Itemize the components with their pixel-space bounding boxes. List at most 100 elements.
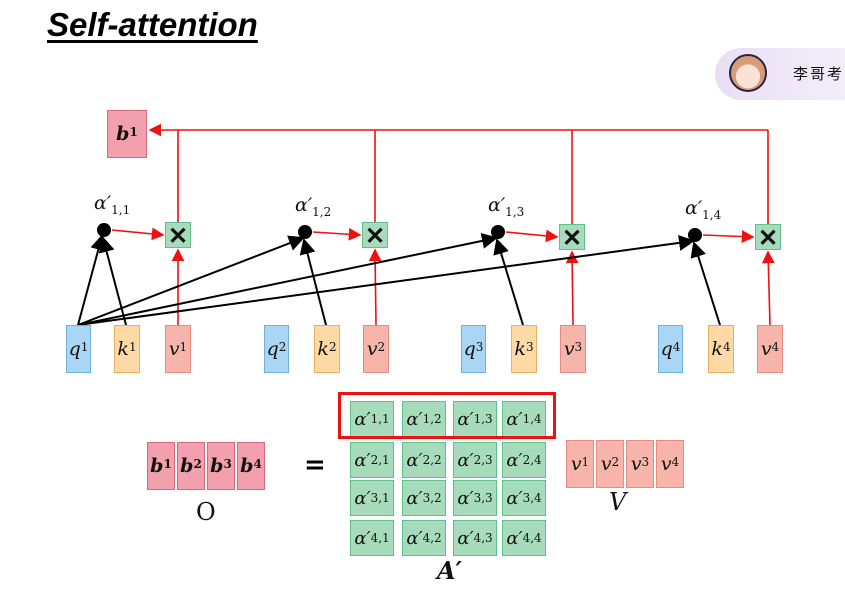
alpha-symbol: α′ — [506, 487, 523, 509]
attention-cell-1-1: α′1,1 — [350, 401, 394, 437]
output-b1-vector-index: 1 — [163, 457, 172, 471]
alpha-symbol: α′ — [506, 449, 523, 471]
key-to-score-1 — [98, 236, 127, 326]
score-to-multiply-2 — [312, 227, 362, 241]
key-to-score-2 — [299, 238, 327, 326]
query-q3-index: 3 — [475, 340, 484, 354]
alpha-symbol: α′ — [406, 449, 423, 471]
query-q4-symbol: q — [660, 338, 673, 360]
alpha-symbol: α′ — [406, 487, 423, 509]
alpha-symbol: α′ — [406, 408, 423, 430]
alpha-label-4: α′1,4 — [685, 197, 721, 222]
value-v2-vector-symbol: v — [600, 453, 612, 475]
alpha-index: 3,4 — [522, 491, 542, 505]
attention-cell-3-1: α′3,1 — [350, 480, 394, 516]
key-k3-index: 3 — [525, 340, 534, 354]
value-v3-symbol: v — [563, 338, 575, 360]
value-to-multiply-4 — [761, 250, 775, 326]
value-v4-vector-symbol: v — [660, 453, 672, 475]
value-v1-vector-index: 1 — [581, 455, 590, 469]
key-k1-symbol: k — [117, 338, 129, 360]
multiply-node-1: ✕ — [165, 221, 191, 250]
attention-cell-4-4: α′4,4 — [502, 520, 546, 556]
value-v4-vector-index: 4 — [671, 455, 680, 469]
attention-cell-2-3: α′2,3 — [453, 442, 497, 478]
multiply-node-3: ✕ — [559, 223, 585, 252]
score-to-multiply-1 — [111, 227, 165, 241]
output-b3-vector-index: 3 — [223, 457, 232, 471]
alpha-symbol: α′ — [488, 194, 506, 216]
alpha-symbol: α′ — [354, 449, 371, 471]
query-q4-index: 4 — [672, 340, 681, 354]
alpha-index: 1,4 — [702, 207, 722, 222]
key-k4-index: 4 — [722, 340, 731, 354]
alpha-index: 1,2 — [422, 412, 442, 426]
equals-sign: = — [304, 450, 326, 480]
alpha-index: 2,4 — [522, 453, 542, 467]
query-to-score-1 — [77, 234, 107, 326]
output-caption: O — [196, 498, 216, 526]
value-v4-symbol: v — [760, 338, 772, 360]
value-to-multiply-3 — [565, 250, 579, 326]
alpha-symbol: α′ — [685, 197, 703, 219]
output-b3-vector-symbol: b — [210, 455, 224, 477]
value-v4-index: 4 — [771, 340, 780, 354]
alpha-index: 2,3 — [473, 453, 493, 467]
attention-score-dot-2 — [298, 225, 312, 239]
alpha-symbol: α′ — [94, 192, 112, 214]
value-to-multiply-2 — [368, 248, 382, 326]
alpha-index: 3,2 — [422, 491, 442, 505]
first-row-highlight — [338, 392, 556, 439]
query-q3-symbol: q — [463, 338, 476, 360]
alpha-index: 1,4 — [522, 412, 542, 426]
alpha-symbol: α′ — [457, 408, 474, 430]
alpha-index: 1,3 — [505, 204, 525, 219]
attention-cell-1-2: α′1,2 — [402, 401, 446, 437]
value-v3-index: 3 — [574, 340, 583, 354]
value-v2-index: 2 — [377, 340, 386, 354]
value-v2-vector-index: 2 — [611, 455, 620, 469]
value-v1-vector-symbol: v — [570, 453, 582, 475]
key-k4-symbol: k — [711, 338, 723, 360]
alpha-index: 4,4 — [522, 531, 542, 545]
output-b4-vector-symbol: b — [240, 455, 254, 477]
multiply-node-4: ✕ — [755, 223, 781, 252]
alpha-symbol: α′ — [354, 527, 371, 549]
key-to-score-4 — [690, 241, 721, 326]
output-b2-vector-symbol: b — [180, 455, 194, 477]
alpha-symbol: α′ — [354, 487, 371, 509]
alpha-symbol: α′ — [295, 194, 313, 216]
brand-badge: 李哥考 — [715, 48, 845, 100]
key-k2-symbol: k — [317, 338, 329, 360]
output-b1-vector-symbol: b — [150, 455, 164, 477]
alpha-index: 2,1 — [370, 453, 390, 467]
output-b1-symbol: b — [116, 123, 130, 145]
attention-cell-2-2: α′2,2 — [402, 442, 446, 478]
alpha-symbol: α′ — [406, 527, 423, 549]
attention-score-dot-3 — [491, 225, 505, 239]
alpha-index: 4,1 — [370, 531, 390, 545]
alpha-index: 1,3 — [473, 412, 493, 426]
attention-cell-4-2: α′4,2 — [402, 520, 446, 556]
query-q1-index: 1 — [80, 340, 89, 354]
alpha-index: 1,2 — [312, 204, 332, 219]
matrix-caption: A′ — [437, 556, 462, 585]
alpha-symbol: α′ — [506, 527, 523, 549]
attention-cell-2-4: α′2,4 — [502, 442, 546, 478]
output-b4-vector-index: 4 — [253, 457, 262, 471]
attention-cell-3-2: α′3,2 — [402, 480, 446, 516]
